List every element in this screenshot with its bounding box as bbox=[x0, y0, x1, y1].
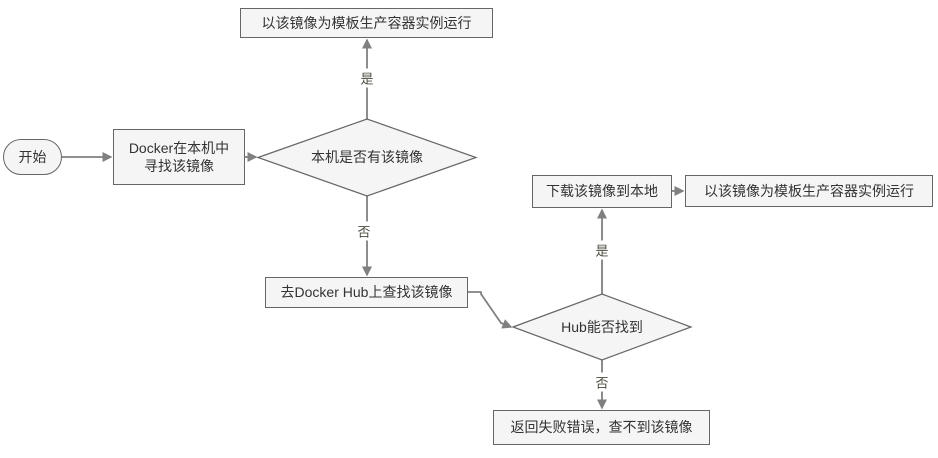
decision-hub-found-shape bbox=[511, 293, 693, 361]
fail-return-error-node: 返回失败错误，查不到该镜像 bbox=[493, 410, 710, 445]
edge-label-yes-hub: 是 bbox=[593, 240, 611, 260]
start-node: 开始 bbox=[3, 139, 62, 175]
download-image-label: 下载该镜像到本地 bbox=[546, 183, 658, 200]
start-node-label: 开始 bbox=[18, 148, 47, 165]
decision-has-local-image-label: 本机是否有该镜像 bbox=[311, 149, 423, 165]
decision-hub-found-label: Hub能否找到 bbox=[561, 319, 643, 335]
download-image-node: 下载该镜像到本地 bbox=[532, 175, 672, 208]
run-hub-instance-label: 以该镜像为模板生产容器实例运行 bbox=[704, 182, 914, 199]
search-docker-hub-label: 去Docker Hub上查找该镜像 bbox=[280, 284, 453, 301]
find-local-image-node: Docker在本机中 寻找该镜像 bbox=[113, 129, 245, 185]
decision-has-local-image-shape bbox=[256, 118, 478, 197]
run-hub-instance-node: 以该镜像为模板生产容器实例运行 bbox=[685, 175, 933, 207]
edge-label-yes-local: 是 bbox=[358, 68, 376, 88]
edge-label-no-hub: 否 bbox=[593, 372, 611, 392]
edge-label-no-local: 否 bbox=[355, 221, 373, 241]
find-local-image-label-line2: 寻找该镜像 bbox=[144, 158, 214, 174]
run-local-instance-label: 以该镜像为模板生产容器实例运行 bbox=[261, 14, 472, 31]
edge-search-hub-to-hub-decision bbox=[468, 291, 513, 329]
find-local-image-label-line1: Docker在本机中 bbox=[128, 139, 230, 156]
fail-return-error-label: 返回失败错误，查不到该镜像 bbox=[510, 419, 693, 436]
search-docker-hub-node: 去Docker Hub上查找该镜像 bbox=[265, 277, 468, 308]
run-local-instance-node: 以该镜像为模板生产容器实例运行 bbox=[240, 8, 493, 38]
